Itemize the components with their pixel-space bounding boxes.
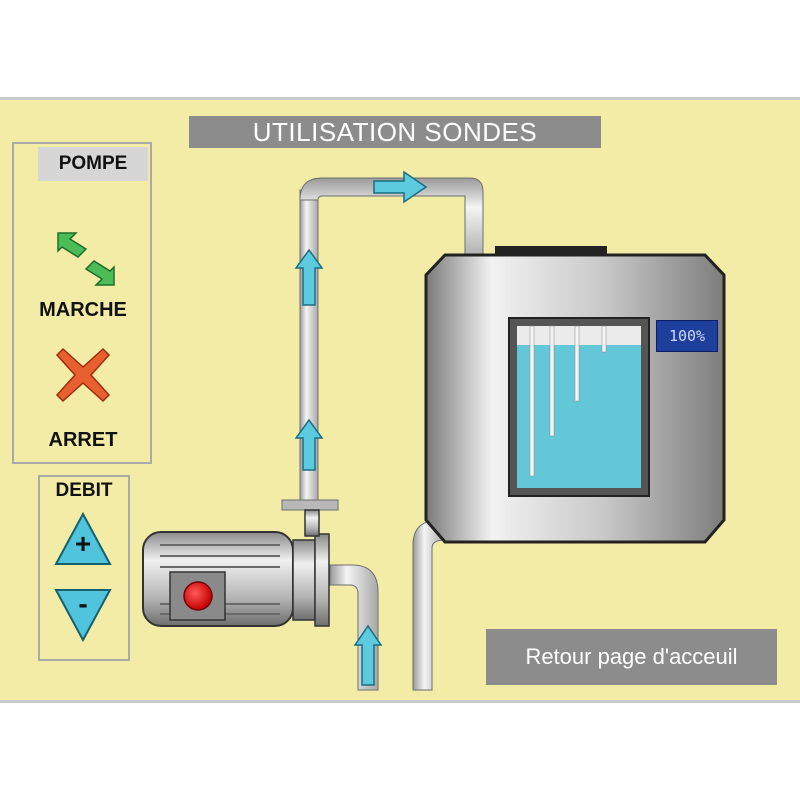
flow-arrow-up-3 [353, 624, 383, 686]
flow-arrow-right [373, 170, 428, 204]
outlet-pipe [412, 519, 446, 691]
stop-x-icon[interactable] [53, 345, 113, 405]
motor-status-light [183, 581, 213, 611]
probe-2 [549, 325, 555, 437]
tank-level-readout: 100% [656, 320, 718, 352]
home-return-button[interactable]: Retour page d'acceuil [486, 629, 777, 685]
decrease-triangle-icon [54, 589, 112, 643]
increase-flow-button[interactable]: + [52, 510, 114, 568]
decrease-flow-button[interactable]: - [52, 586, 114, 644]
pump-control-panel [12, 142, 152, 464]
flow-arrow-up-1 [294, 248, 324, 306]
page-title: UTILISATION SONDES [189, 116, 601, 148]
plus-symbol: + [74, 528, 92, 559]
flow-arrow-up-2 [294, 418, 324, 471]
probe-3 [574, 325, 580, 402]
marche-label[interactable]: MARCHE [39, 299, 127, 321]
flow-control-panel [38, 475, 130, 661]
minus-symbol: - [78, 588, 88, 619]
tank [424, 246, 726, 544]
debit-label: DEBIT [55, 480, 113, 501]
start-arrows-icon[interactable] [52, 227, 120, 291]
pump-panel-header: POMPE [38, 147, 148, 181]
arret-label[interactable]: ARRET [48, 429, 118, 451]
probe-1 [529, 325, 535, 477]
increase-triangle-icon [54, 511, 112, 565]
probe-4 [601, 325, 607, 353]
pump-motor [142, 509, 330, 627]
